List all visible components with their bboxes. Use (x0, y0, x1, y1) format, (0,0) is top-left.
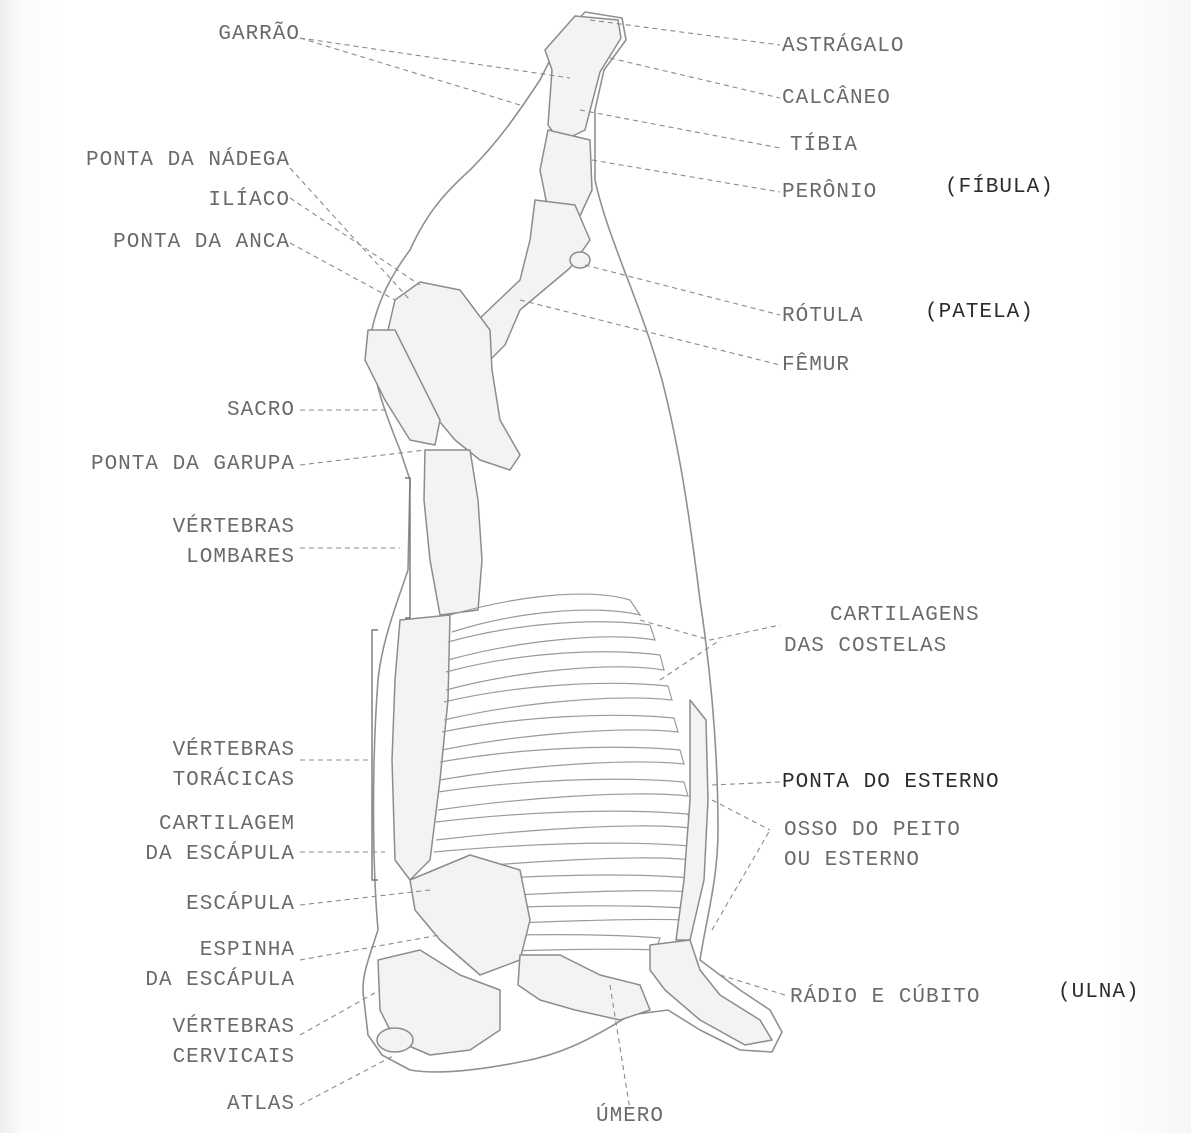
atlas-bone (377, 1028, 413, 1052)
label-osso-do-peito-line1: OSSO DO PEITO (784, 818, 1024, 843)
label-rotula: RÓTULA (782, 304, 902, 329)
label-vertebras-cervicais-line1: VÉRTEBRAS (100, 1015, 295, 1040)
label-vertebras-lombares-line1: VÉRTEBRAS (100, 515, 295, 540)
label-iliaco: ILÍACO (110, 188, 290, 213)
label-astragalo: ASTRÁGALO (782, 34, 1002, 59)
label-ponta-da-garupa: PONTA DA GARUPA (0, 452, 295, 477)
label-vertebras-lombares-line2: LOMBARES (100, 545, 295, 570)
label-garrao: GARRÃO (120, 22, 300, 47)
radius-ulna-bone (650, 940, 772, 1045)
label-cartilagem-escapula-line1: CARTILAGEM (60, 812, 295, 837)
label-patela: (PATELA) (925, 300, 1075, 325)
calcaneus-bone (545, 16, 621, 142)
label-atlas: ATLAS (140, 1092, 295, 1117)
label-ulna: (ULNA) (1058, 980, 1178, 1005)
sternum-bone (676, 700, 708, 940)
label-escapula: ESCÁPULA (100, 892, 295, 917)
label-cartilagens-costelas-line2: DAS COSTELAS (784, 634, 1024, 659)
label-vertebras-cervicais-line2: CERVICAIS (100, 1045, 295, 1070)
label-calcaneo: CALCÂNEO (782, 86, 1002, 111)
label-sacro: SACRO (110, 398, 295, 423)
label-espinha-escapula-line2: DA ESCÁPULA (60, 968, 295, 993)
label-espinha-escapula-line1: ESPINHA (100, 938, 295, 963)
left-leader-lines (290, 38, 570, 1105)
label-peronio: PERÔNIO (782, 180, 932, 205)
label-osso-do-peito-line2: OU ESTERNO (784, 848, 1024, 873)
label-ponta-do-esterno: PONTA DO ESTERNO (782, 770, 1102, 795)
label-ponta-da-anca: PONTA DA ANCA (10, 230, 290, 255)
label-radio-e-cubito: RÁDIO E CÚBITO (790, 985, 1050, 1010)
label-tibia: TÍBIA (790, 133, 940, 158)
lumbar-vertebrae (424, 450, 482, 615)
label-vertebras-toracicas-line2: TORÁCICAS (100, 768, 295, 793)
humerus-bone (518, 955, 650, 1020)
label-ponta-da-nadega: PONTA DA NÁDEGA (0, 148, 290, 173)
label-cartilagens-costelas-line1: CARTILAGENS (830, 603, 1030, 628)
label-fibula: (FÍBULA) (945, 175, 1105, 200)
label-femur: FÊMUR (782, 353, 932, 378)
thoracic-vertebrae (392, 615, 450, 880)
label-vertebras-toracicas-line1: VÉRTEBRAS (100, 738, 295, 763)
label-umero: ÚMERO (570, 1104, 690, 1129)
label-cartilagem-escapula-line2: DA ESCÁPULA (60, 842, 295, 867)
